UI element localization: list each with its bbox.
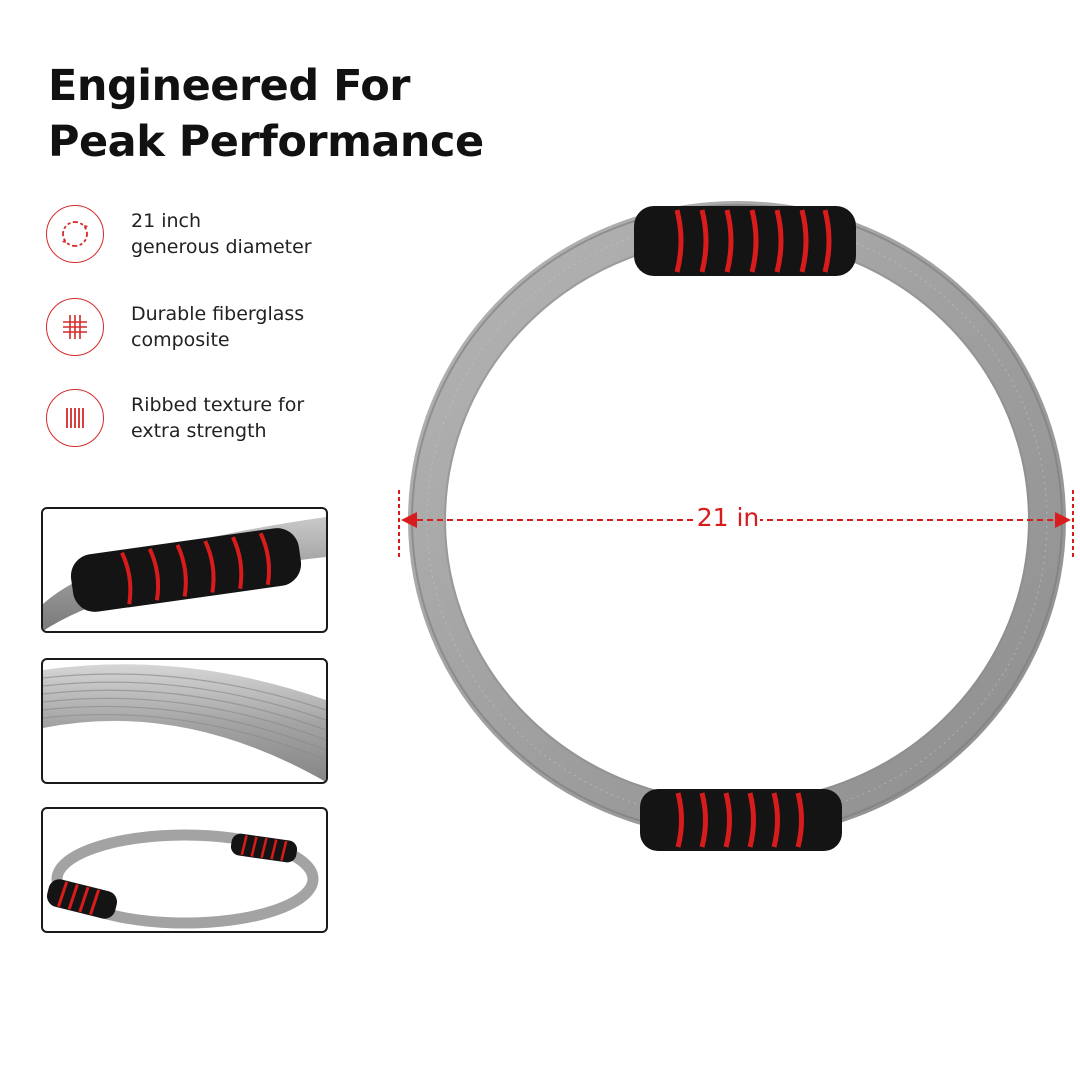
feature-diameter-text: 21 inch generous diameter <box>131 210 312 258</box>
page-title: Engineered For Peak Performance <box>48 58 484 170</box>
feature-diameter: 21 inch generous diameter <box>46 205 312 263</box>
top-foam-grip <box>634 206 856 276</box>
ribbed-lines-icon <box>46 389 104 447</box>
diameter-dimension-line <box>398 490 1074 558</box>
fiberglass-grid-icon <box>46 298 104 356</box>
feature-fiberglass-text: Durable fiberglass composite <box>131 303 305 351</box>
handle-closeup-thumbnail <box>41 507 328 633</box>
feature-ribbed: Ribbed texture for extra strength <box>46 389 304 447</box>
diameter-circle-icon <box>46 205 104 263</box>
ribbed-ring-closeup-thumbnail <box>41 658 328 784</box>
title-line-2: Peak Performance <box>48 117 484 167</box>
feature-fiberglass: Durable fiberglass composite <box>46 298 304 356</box>
title-line-1: Engineered For <box>48 61 410 111</box>
diameter-label: 21 in <box>696 500 760 536</box>
ring-perspective-thumbnail <box>41 807 328 933</box>
feature-ribbed-text: Ribbed texture for extra strength <box>131 394 305 442</box>
bottom-foam-grip <box>640 789 842 851</box>
